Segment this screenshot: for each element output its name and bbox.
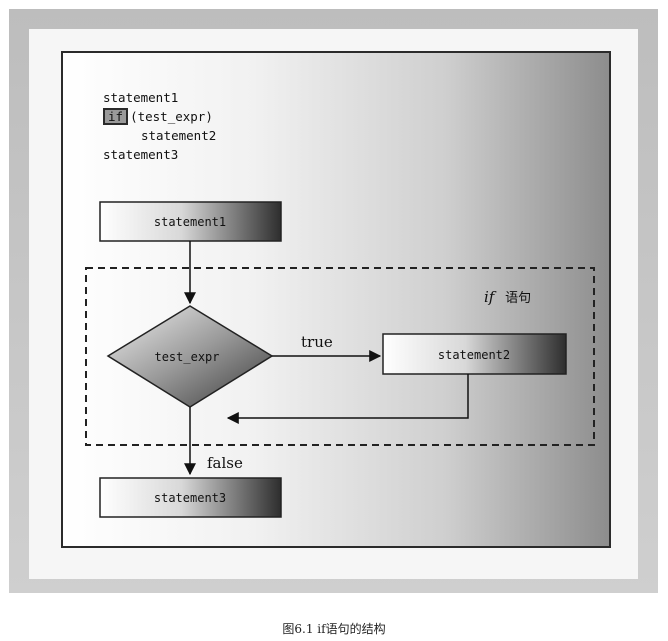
code-line-1: statement1 [103, 90, 179, 105]
if-group-region [85, 267, 595, 446]
figure-caption: 图6.1 if语句的结构 [282, 622, 386, 636]
true-label: true [301, 333, 333, 351]
statement1-box-label: statement1 [154, 215, 226, 229]
statement3-box-label: statement3 [154, 491, 226, 505]
if-keyword: if [103, 108, 129, 125]
arrow-return [226, 374, 469, 424]
diagram-panel [61, 51, 611, 548]
if-group-label: if 语句 [484, 288, 531, 306]
if-group-label-text: 语句 [505, 291, 531, 306]
code-snippet: statement1 if(test_expr) statement2 stat… [103, 88, 216, 164]
statement3-box [99, 477, 282, 518]
code-line-4: statement3 [103, 147, 179, 162]
statement2-box [382, 333, 567, 375]
decision-label: test_expr [154, 350, 219, 364]
code-line-3: statement2 [141, 128, 217, 143]
code-condition: (test_expr) [130, 109, 213, 124]
code-line-2: if(test_expr) [103, 107, 216, 126]
if-group-label-italic: if [484, 288, 497, 306]
statement2-box-label: statement2 [438, 348, 510, 362]
false-label: false [207, 454, 243, 472]
statement1-box [99, 201, 282, 242]
